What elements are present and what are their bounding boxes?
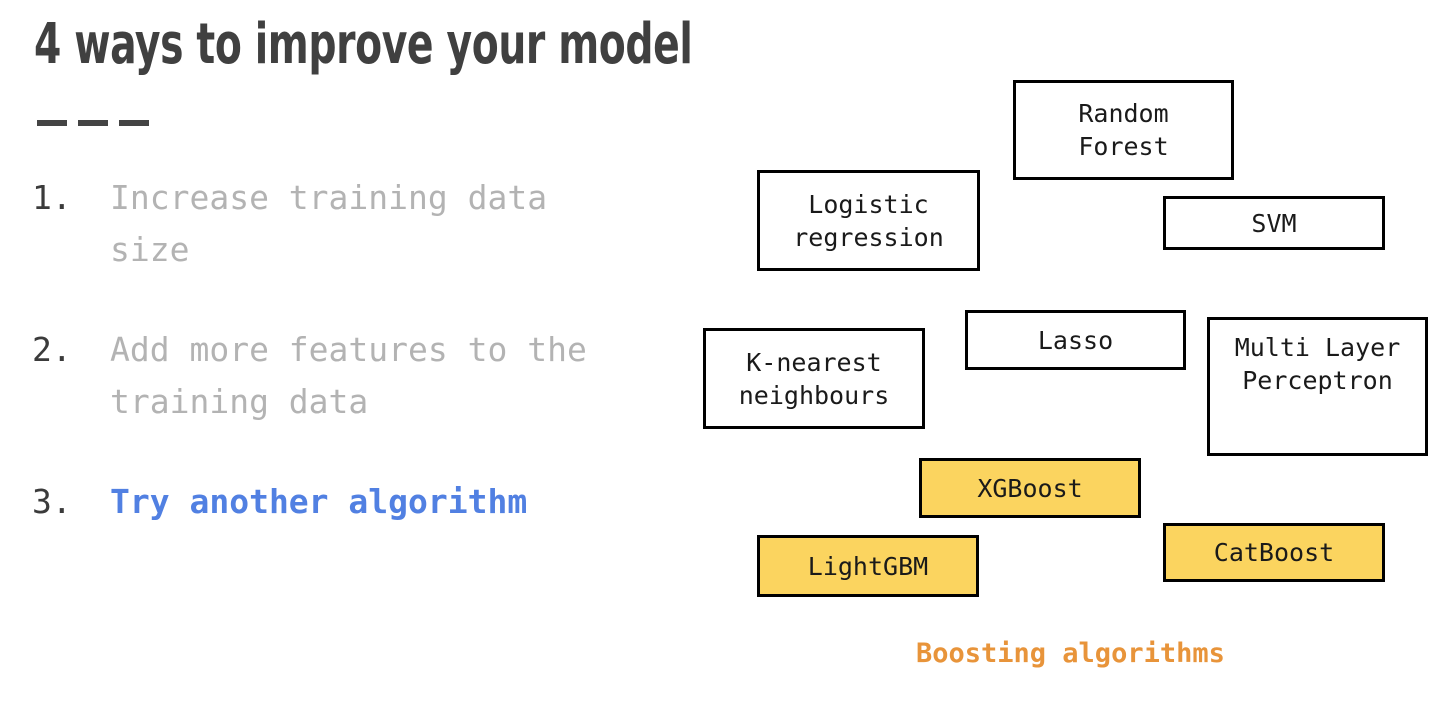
list-item-label: Increase training data size [110, 178, 567, 269]
list-item-label: Add more features to the training data [110, 330, 607, 421]
list-item-number: 1. [32, 178, 72, 217]
divider-dash-3 [119, 120, 149, 126]
boosting-algorithms-caption: Boosting algorithms [916, 638, 1225, 669]
divider-dash-2 [78, 120, 108, 126]
page-title: 4 ways to improve your model [34, 12, 693, 77]
algo-box-catboost: CatBoost [1163, 523, 1385, 582]
list-item-highlighted: 3. Try another algorithm [22, 476, 662, 528]
list-item-number: 3. [32, 482, 72, 521]
algo-box-logistic-regression: Logistic regression [757, 170, 980, 271]
algo-box-lightgbm: LightGBM [757, 535, 979, 597]
algo-box-xgboost: XGBoost [919, 458, 1141, 518]
list-item-number: 2. [32, 330, 72, 369]
improvement-list: 1. Increase training data size 2. Add mo… [22, 172, 662, 576]
list-item: 2. Add more features to the training dat… [22, 324, 662, 428]
list-item-label: Try another algorithm [110, 482, 528, 521]
algo-box-svm: SVM [1163, 196, 1385, 250]
algo-box-k-nearest-neighbours: K-nearest neighbours [703, 328, 925, 429]
divider-dash-1 [37, 120, 67, 126]
list-item: 1. Increase training data size [22, 172, 662, 276]
algo-box-lasso: Lasso [965, 310, 1186, 370]
title-divider [37, 120, 149, 126]
algo-box-multi-layer-perceptron: Multi Layer Perceptron [1207, 317, 1428, 456]
algo-box-random-forest: Random Forest [1013, 80, 1234, 180]
